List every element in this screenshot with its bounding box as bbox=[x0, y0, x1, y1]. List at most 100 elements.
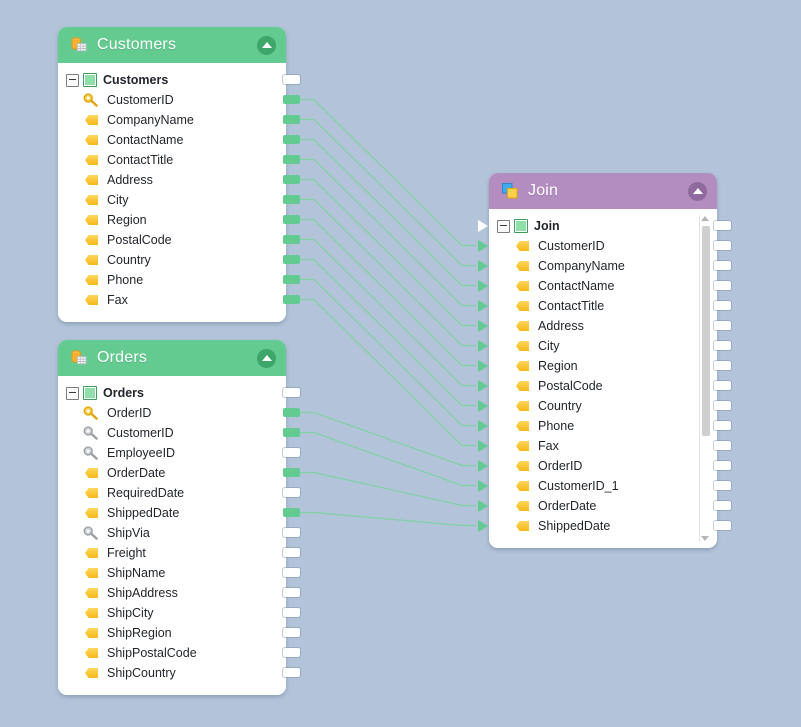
input-port-connected[interactable] bbox=[478, 320, 488, 332]
output-port-empty[interactable] bbox=[714, 421, 731, 430]
field-row[interactable]: ShipPostalCode bbox=[58, 643, 286, 663]
field-row[interactable]: Address bbox=[489, 316, 717, 336]
output-port-empty[interactable] bbox=[283, 448, 300, 457]
output-port-empty[interactable] bbox=[714, 361, 731, 370]
input-port-connected[interactable] bbox=[478, 460, 488, 472]
field-row[interactable]: CompanyName bbox=[489, 256, 717, 276]
output-port-empty[interactable] bbox=[714, 461, 731, 470]
output-port-connected[interactable] bbox=[283, 408, 300, 417]
output-port-connected[interactable] bbox=[283, 135, 300, 144]
field-row[interactable]: ShipCity bbox=[58, 603, 286, 623]
field-row[interactable]: Phone bbox=[489, 416, 717, 436]
node-header-orders[interactable]: Orders bbox=[58, 340, 286, 376]
output-port-empty[interactable] bbox=[283, 608, 300, 617]
field-row[interactable]: Freight bbox=[58, 543, 286, 563]
field-row[interactable]: PostalCode bbox=[489, 376, 717, 396]
field-row[interactable]: ShipName bbox=[58, 563, 286, 583]
chevron-up-icon[interactable] bbox=[257, 348, 276, 368]
field-row-root[interactable]: Customers bbox=[58, 70, 286, 90]
field-row-root[interactable]: Join bbox=[489, 216, 717, 236]
chevron-up-icon[interactable] bbox=[257, 35, 276, 55]
field-row[interactable]: CustomerID bbox=[58, 90, 286, 110]
output-port-connected[interactable] bbox=[283, 295, 300, 304]
field-row[interactable]: City bbox=[58, 190, 286, 210]
output-port-empty[interactable] bbox=[714, 321, 731, 330]
output-port-empty[interactable] bbox=[714, 261, 731, 270]
field-row[interactable]: ShippedDate bbox=[489, 516, 717, 536]
node-header-customers[interactable]: Customers bbox=[58, 27, 286, 63]
field-row[interactable]: CompanyName bbox=[58, 110, 286, 130]
output-port-empty[interactable] bbox=[714, 521, 731, 530]
field-row[interactable]: CustomerID bbox=[58, 423, 286, 443]
scroll-down-arrow-icon[interactable] bbox=[701, 536, 709, 541]
output-port-connected[interactable] bbox=[283, 155, 300, 164]
output-port-empty[interactable] bbox=[714, 241, 731, 250]
field-row[interactable]: EmployeeID bbox=[58, 443, 286, 463]
field-row[interactable]: PostalCode bbox=[58, 230, 286, 250]
field-row[interactable]: CustomerID_1 bbox=[489, 476, 717, 496]
output-port-empty[interactable] bbox=[283, 528, 300, 537]
field-row[interactable]: Region bbox=[58, 210, 286, 230]
output-port-empty[interactable] bbox=[714, 221, 731, 230]
output-port-empty[interactable] bbox=[283, 548, 300, 557]
input-port-connected[interactable] bbox=[478, 280, 488, 292]
field-row[interactable]: RequiredDate bbox=[58, 483, 286, 503]
output-port-empty[interactable] bbox=[283, 628, 300, 637]
input-port-connected[interactable] bbox=[478, 480, 488, 492]
output-port-empty[interactable] bbox=[283, 588, 300, 597]
output-port-connected[interactable] bbox=[283, 255, 300, 264]
input-port-empty[interactable] bbox=[478, 220, 488, 232]
output-port-empty[interactable] bbox=[283, 668, 300, 677]
field-row[interactable]: Country bbox=[489, 396, 717, 416]
output-port-empty[interactable] bbox=[714, 401, 731, 410]
scroll-up-arrow-icon[interactable] bbox=[701, 216, 709, 221]
output-port-empty[interactable] bbox=[714, 501, 731, 510]
field-row[interactable]: ContactName bbox=[489, 276, 717, 296]
field-row[interactable]: Phone bbox=[58, 270, 286, 290]
output-port-empty[interactable] bbox=[283, 648, 300, 657]
field-row[interactable]: ShippedDate bbox=[58, 503, 286, 523]
field-row[interactable]: ShipRegion bbox=[58, 623, 286, 643]
input-port-connected[interactable] bbox=[478, 500, 488, 512]
field-row[interactable]: ShipCountry bbox=[58, 663, 286, 683]
output-port-connected[interactable] bbox=[283, 508, 300, 517]
collapse-toggle-icon[interactable] bbox=[66, 386, 79, 400]
field-row[interactable]: ContactTitle bbox=[58, 150, 286, 170]
output-port-empty[interactable] bbox=[283, 75, 300, 84]
field-row[interactable]: City bbox=[489, 336, 717, 356]
output-port-connected[interactable] bbox=[283, 468, 300, 477]
collapse-toggle-icon[interactable] bbox=[66, 73, 79, 87]
output-port-empty[interactable] bbox=[714, 381, 731, 390]
output-port-empty[interactable] bbox=[714, 481, 731, 490]
field-row[interactable]: CustomerID bbox=[489, 236, 717, 256]
output-port-connected[interactable] bbox=[283, 95, 300, 104]
input-port-connected[interactable] bbox=[478, 260, 488, 272]
node-header-join[interactable]: Join bbox=[489, 173, 717, 209]
input-port-connected[interactable] bbox=[478, 340, 488, 352]
scrollbar-thumb[interactable] bbox=[702, 226, 710, 436]
input-port-connected[interactable] bbox=[478, 520, 488, 532]
output-port-empty[interactable] bbox=[714, 301, 731, 310]
field-row[interactable]: Address bbox=[58, 170, 286, 190]
field-row[interactable]: OrderDate bbox=[489, 496, 717, 516]
input-port-connected[interactable] bbox=[478, 240, 488, 252]
field-row[interactable]: ShipVia bbox=[58, 523, 286, 543]
collapse-toggle-icon[interactable] bbox=[497, 219, 510, 233]
input-port-connected[interactable] bbox=[478, 400, 488, 412]
output-port-empty[interactable] bbox=[283, 488, 300, 497]
output-port-empty[interactable] bbox=[714, 281, 731, 290]
output-port-empty[interactable] bbox=[283, 568, 300, 577]
field-row[interactable]: Region bbox=[489, 356, 717, 376]
field-row[interactable]: OrderID bbox=[58, 403, 286, 423]
output-port-connected[interactable] bbox=[283, 175, 300, 184]
field-row[interactable]: ShipAddress bbox=[58, 583, 286, 603]
field-row[interactable]: Fax bbox=[489, 436, 717, 456]
field-row[interactable]: ContactTitle bbox=[489, 296, 717, 316]
output-port-connected[interactable] bbox=[283, 115, 300, 124]
input-port-connected[interactable] bbox=[478, 360, 488, 372]
input-port-connected[interactable] bbox=[478, 300, 488, 312]
output-port-connected[interactable] bbox=[283, 275, 300, 284]
